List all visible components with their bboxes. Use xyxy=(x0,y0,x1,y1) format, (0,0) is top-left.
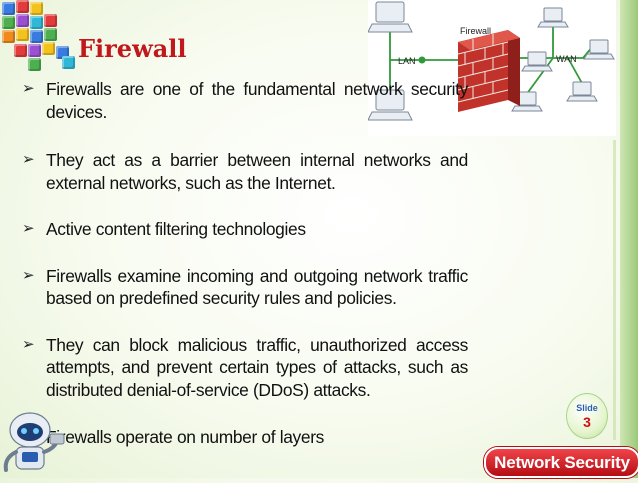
right-decor-stripe xyxy=(620,0,638,478)
firewall-network-diagram: Firewall LAN WAN xyxy=(367,0,616,136)
bullet-item: ➢ Firewalls examine incoming and outgoing… xyxy=(20,265,468,310)
slide-badge-label: Slide xyxy=(576,403,598,413)
bullet-text: Firewalls are one of the fundamental net… xyxy=(46,79,468,122)
diagram-lan-label: LAN xyxy=(398,56,416,66)
bullet-arrow-icon: ➢ xyxy=(22,266,35,284)
cube-logo xyxy=(0,0,78,71)
bullet-arrow-icon: ➢ xyxy=(22,335,35,353)
network-security-badge: Network Security xyxy=(484,447,638,478)
bullet-list: ➢ Firewalls are one of the fundamental ne… xyxy=(20,78,468,449)
bullet-arrow-icon: ➢ xyxy=(22,151,35,168)
bullet-item: ➢Firewalls operate on number of layers xyxy=(20,426,468,449)
robot-mascot-icon xyxy=(0,408,66,478)
slide-title: Firewall xyxy=(78,34,187,63)
slide-number: 3 xyxy=(583,414,591,430)
bullet-item: ➢ They act as a barrier between internal … xyxy=(20,149,468,194)
slide-number-badge: Slide 3 xyxy=(566,393,608,439)
bullet-item: ➢ Active content filtering technologies xyxy=(20,218,468,241)
bullet-text: Firewalls examine incoming and outgoing … xyxy=(46,265,468,309)
right-decor-line xyxy=(613,140,616,440)
bullet-item: ➢ Firewalls are one of the fundamental ne… xyxy=(20,78,468,123)
bullet-text: Active content filtering technologies xyxy=(46,219,306,239)
bullet-text: They act as a barrier between internal n… xyxy=(46,150,468,193)
bullet-text: They can block malicious traffic, unauth… xyxy=(46,334,468,400)
bullet-arrow-icon: ➢ xyxy=(22,220,35,237)
diagram-firewall-label: Firewall xyxy=(460,26,491,36)
diagram-wan-label: WAN xyxy=(556,54,577,64)
bullet-item: ➢ They can block malicious traffic, unaut… xyxy=(20,334,468,402)
bullet-text: Firewalls operate on number of layers xyxy=(46,427,324,447)
bullet-arrow-icon: ➢ xyxy=(22,80,35,97)
